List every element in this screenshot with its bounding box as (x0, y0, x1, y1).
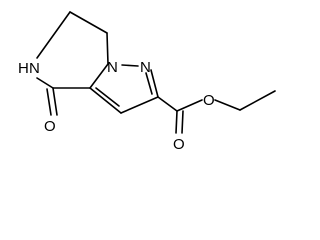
atom-o-ester-carbonyl: O (173, 136, 185, 153)
bond-nh-ch2 (36, 11, 71, 59)
bond-c-ester-o-carbonyl-b (181, 110, 184, 134)
bond-c2-c3 (120, 96, 159, 114)
atom-h: H (18, 60, 29, 77)
bond-ch2-n-ring (106, 32, 109, 65)
bond-o-ester-ch2 (214, 99, 241, 111)
bond-c4-nh (36, 77, 54, 89)
atom-n-ring: N (107, 59, 118, 76)
bond-c3-c3a-b (95, 87, 120, 107)
structure-canvas: N N H N O O O (18, 11, 276, 153)
bond-c4-o-carbonyl-b (46, 88, 52, 116)
bond-c-ester-o-ester (176, 99, 203, 112)
bond-n-pyrazole-c2-a (150, 69, 159, 98)
bond-c4-o-carbonyl-a (52, 87, 58, 116)
bond-c3-c3a-a (89, 87, 122, 114)
bond-c-ester-o-carbonyl-a (175, 110, 178, 134)
chemical-structure: N N H N O O O (18, 11, 276, 153)
bond-c2-c-ester (157, 96, 178, 112)
bond-ch2-ch3 (239, 90, 276, 111)
atom-o-ester: O (203, 92, 215, 109)
bond-ch2-ch2-top (69, 11, 108, 34)
bond-n-ring-c3a (89, 63, 109, 89)
atom-n-pyrazole: N (140, 59, 151, 76)
bond-n-ring-n-pyrazole (121, 64, 139, 67)
atom-nh-n: N (29, 60, 40, 77)
atom-o-carbonyl: O (44, 118, 56, 135)
bond-n-pyrazole-c2-b (145, 72, 153, 95)
